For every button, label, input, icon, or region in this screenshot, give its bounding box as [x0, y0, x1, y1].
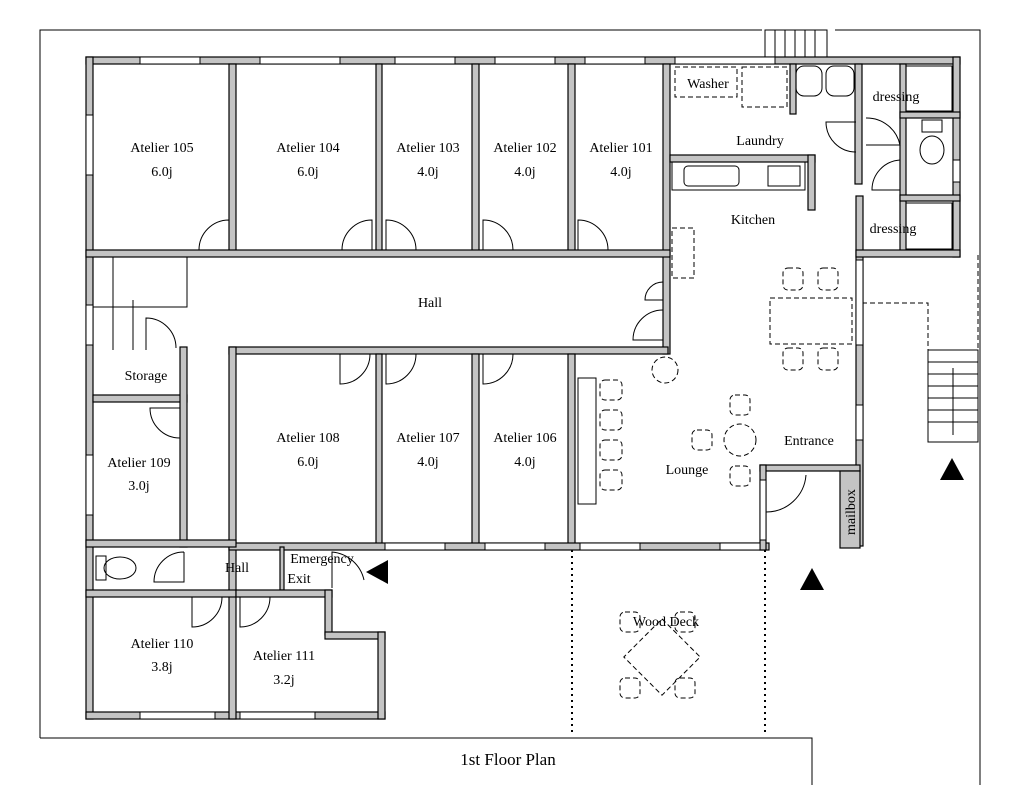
laundry-label: Laundry [736, 134, 783, 149]
hall-label: Hall [418, 296, 442, 311]
room-name: Atelier 102 [493, 141, 556, 156]
dressing-label: dressing [870, 222, 917, 237]
hall-lower-label: Hall [225, 561, 249, 576]
mailbox-label: mailbox [844, 489, 859, 535]
windows [85, 56, 961, 720]
room-name: Atelier 110 [131, 637, 194, 652]
room-size: 4.0j [514, 165, 535, 180]
room-labels: Atelier 105 6.0j Atelier 104 6.0j Atelie… [107, 77, 919, 688]
storage-label: Storage [125, 369, 168, 384]
room-size: 4.0j [610, 165, 631, 180]
room-name: Atelier 109 [107, 456, 170, 471]
wood-deck-boundary [571, 550, 766, 735]
room-size: 6.0j [151, 165, 172, 180]
room-size: 4.0j [514, 455, 535, 470]
room-name: Atelier 111 [253, 649, 315, 664]
room-size: 6.0j [297, 165, 318, 180]
room-name: Atelier 106 [493, 431, 556, 446]
room-name: Atelier 108 [276, 431, 339, 446]
entrance-label: Entrance [784, 434, 834, 449]
plan-title: 1st Floor Plan [460, 750, 556, 769]
room-name: Atelier 103 [396, 141, 459, 156]
emergency-exit-label: Emergency [290, 552, 354, 567]
room-name: Atelier 107 [396, 431, 459, 446]
entrance-arrow-icon [940, 458, 964, 480]
washer-label: Washer [687, 77, 729, 92]
site-boundary [39, 29, 981, 785]
room-size: 3.2j [273, 673, 294, 688]
room-name: Atelier 101 [589, 141, 652, 156]
room-size: 6.0j [297, 455, 318, 470]
room-size: 4.0j [417, 455, 438, 470]
doors [145, 117, 901, 628]
room-name: Atelier 104 [276, 141, 339, 156]
room-size: 3.0j [128, 479, 149, 494]
stairs-top [764, 29, 828, 58]
dressing-label: dressing [873, 90, 920, 105]
lounge-label: Lounge [666, 463, 709, 478]
fixtures [92, 65, 953, 699]
entrance-arrow-icon [800, 568, 824, 590]
room-size: 4.0j [417, 165, 438, 180]
emergency-arrow-icon [366, 560, 388, 584]
room-name: Atelier 105 [130, 141, 193, 156]
emergency-exit-label: Exit [287, 572, 310, 587]
wood-deck-label: Wood Deck [633, 615, 699, 630]
kitchen-label: Kitchen [731, 213, 775, 228]
room-size: 3.8j [151, 660, 172, 675]
stairs-right [862, 255, 979, 443]
walls [85, 56, 961, 720]
